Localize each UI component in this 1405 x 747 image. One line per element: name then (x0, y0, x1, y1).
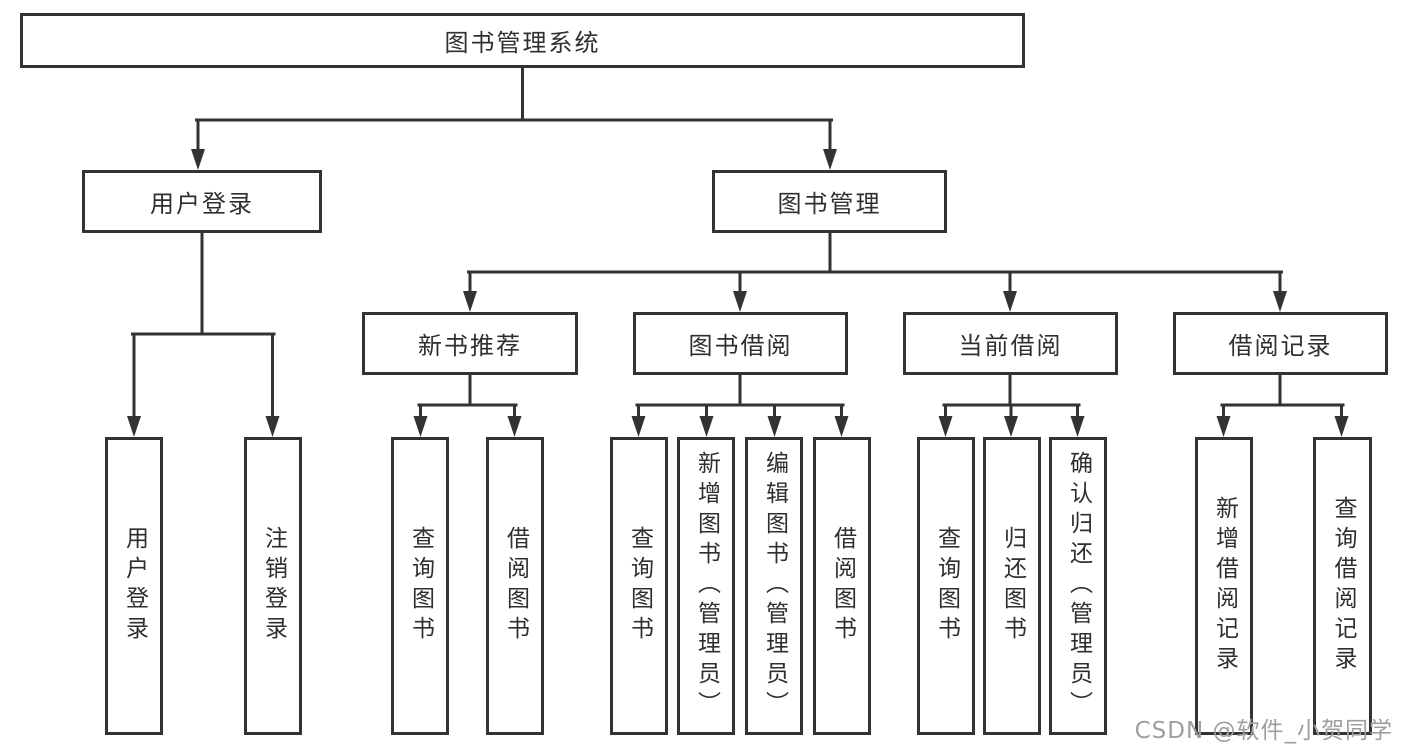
node-label: 新增图书（管理员） (693, 451, 720, 721)
leaf-query-books-current: 查询图书 (917, 437, 975, 735)
connector-new-book-recommend-to-leaves (417, 373, 518, 423)
node-label: 查询图书 (407, 526, 434, 646)
arrow-down-icon (834, 416, 849, 437)
node-new-book-recommend: 新书推荐 (362, 312, 578, 375)
node-label: 查询图书 (626, 526, 653, 646)
node-book-borrowing: 图书借阅 (633, 312, 848, 375)
arrow-down-icon (463, 291, 477, 312)
arrow-down-icon (733, 291, 747, 312)
arrow-down-icon (938, 416, 953, 437)
node-library-system: 图书管理系统 (20, 13, 1025, 68)
node-label: 新书推荐 (418, 332, 522, 360)
leaf-logout: 注销登录 (244, 437, 302, 735)
node-label: 借阅图书 (502, 526, 529, 646)
node-label: 查询图书 (933, 526, 960, 646)
leaf-user-login: 用户登录 (105, 437, 163, 735)
node-label: 借阅图书 (829, 526, 856, 646)
leaf-confirm-return-admin: 确认归还（管理员） (1049, 437, 1107, 735)
arrow-down-icon (823, 149, 837, 170)
watermark: CSDN @软件_小贺同学 (1134, 718, 1393, 744)
node-label: 图书管理 (777, 190, 882, 218)
arrow-down-icon (265, 416, 280, 437)
arrow-down-icon (1003, 291, 1017, 312)
connector-book-management-to-level3 (467, 231, 1283, 297)
leaf-query-books-recommend: 查询图书 (391, 437, 449, 735)
leaf-add-book-admin: 新增图书（管理员） (677, 437, 735, 735)
connector-current-borrowing-to-leaves (942, 373, 1081, 423)
node-label: 编辑图书（管理员） (761, 451, 788, 721)
node-label: 当前借阅 (958, 332, 1063, 360)
connector-user-login-to-leaves (131, 231, 276, 423)
connector-book-borrowing-to-leaves (635, 373, 845, 423)
node-label: 注销登录 (260, 526, 287, 646)
leaf-edit-book-admin: 编辑图书（管理员） (745, 437, 803, 735)
leaf-add-borrow-record: 新增借阅记录 (1195, 437, 1253, 735)
node-borrowing-records: 借阅记录 (1173, 312, 1388, 375)
node-user-login: 用户登录 (82, 170, 322, 233)
arrow-down-icon (1004, 416, 1018, 437)
arrow-down-icon (767, 416, 782, 437)
node-label: 查询借阅记录 (1330, 496, 1356, 676)
node-label: 图书管理系统 (444, 29, 601, 57)
leaf-query-books-borrow: 查询图书 (610, 437, 668, 735)
arrowheads (127, 149, 1349, 437)
leaf-return-books: 归还图书 (983, 437, 1041, 735)
node-current-borrowing: 当前借阅 (903, 312, 1118, 375)
arrow-down-icon (1334, 416, 1349, 437)
node-label: 用户登录 (150, 190, 254, 218)
node-label: 借阅记录 (1228, 332, 1333, 360)
arrow-down-icon (127, 416, 141, 437)
node-label: 用户登录 (121, 526, 148, 646)
arrow-down-icon (1070, 416, 1085, 437)
arrow-down-icon (507, 416, 522, 437)
arrow-down-icon (631, 416, 646, 437)
arrow-down-icon (699, 416, 714, 437)
connector-root-to-level2 (195, 65, 833, 155)
arrow-down-icon (1216, 416, 1231, 437)
connector-borrowing-records-to-leaves (1220, 373, 1345, 423)
node-label: 归还图书 (999, 526, 1026, 646)
arrow-down-icon (191, 149, 205, 170)
node-label: 确认归还（管理员） (1065, 451, 1092, 721)
node-label: 图书借阅 (688, 332, 793, 360)
node-label: 新增借阅记录 (1211, 496, 1238, 676)
leaf-borrow-books: 借阅图书 (813, 437, 871, 735)
arrow-down-icon (1273, 291, 1287, 312)
node-book-management: 图书管理 (712, 170, 947, 233)
leaf-query-borrow-record: 查询借阅记录 (1313, 437, 1372, 735)
arrow-down-icon (413, 416, 428, 437)
leaf-borrow-books-recommend: 借阅图书 (486, 437, 544, 735)
